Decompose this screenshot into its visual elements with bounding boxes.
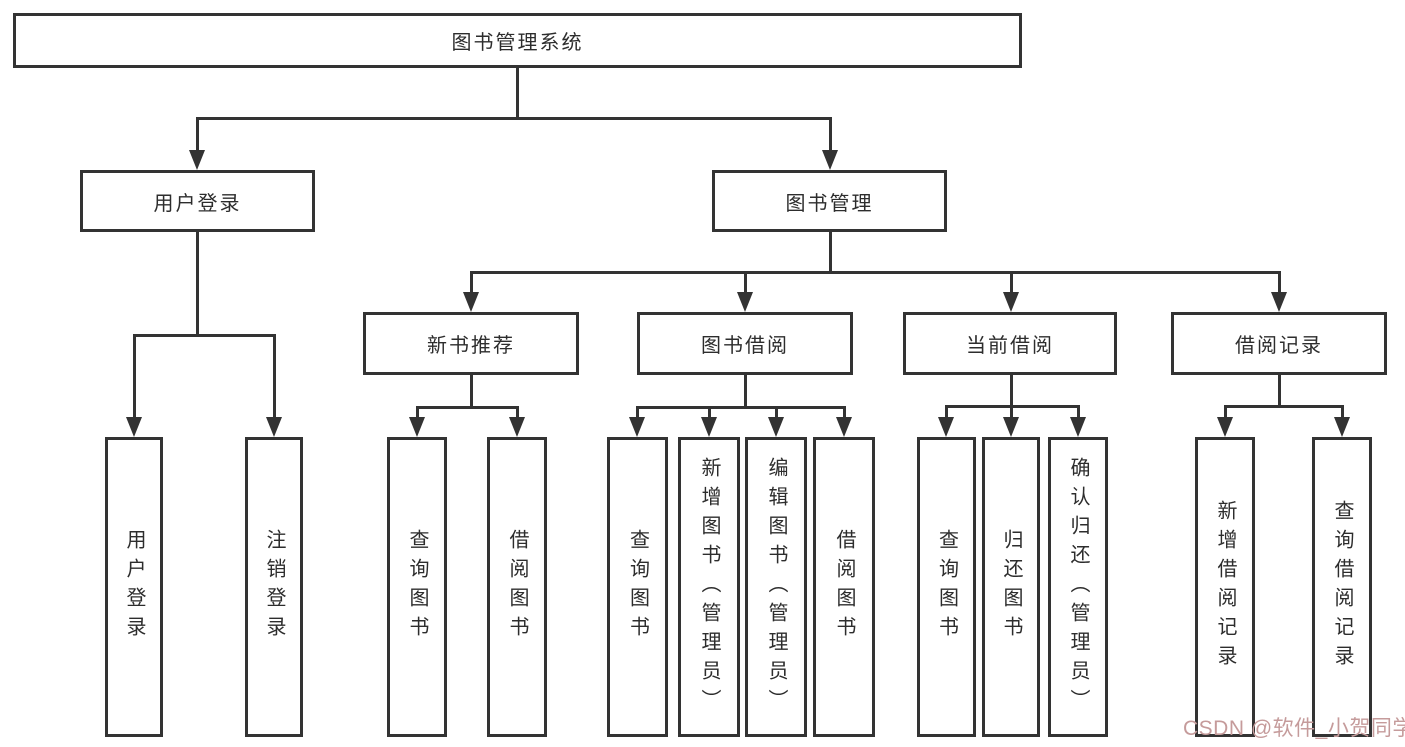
connector-newbook-leg xyxy=(415,405,419,420)
leaf-query-borrow-record: 查询借阅记录 xyxy=(1312,437,1372,737)
node-book-management: 图书管理 xyxy=(712,170,947,232)
leaf-borrow-books: 借阅图书 xyxy=(813,437,875,737)
node-label: 图书管理 xyxy=(785,192,874,215)
connector-current-leg xyxy=(1009,404,1013,420)
connector-borrow-leg xyxy=(842,405,846,420)
leaf-query-books-borrow: 查询图书 xyxy=(607,437,668,737)
node-label: 图书借阅 xyxy=(701,335,789,357)
connector-root-leg-right xyxy=(828,116,832,153)
connector-userlogin-leg xyxy=(132,333,136,420)
connector-records-leg xyxy=(1340,404,1344,420)
arrow-down-icon xyxy=(1003,417,1019,437)
node-label: 新书推荐 xyxy=(427,335,515,357)
leaf-user-login: 用户登录 xyxy=(105,437,163,737)
leaf-add-borrow-record: 新增借阅记录 xyxy=(1195,437,1255,737)
connector-userlogin-stem xyxy=(195,232,199,335)
node-current-borrowing: 当前借阅 xyxy=(903,312,1117,375)
connector-records-leg xyxy=(1223,404,1227,420)
node-label: 图书管理系统 xyxy=(451,32,584,54)
arrow-down-icon xyxy=(1334,417,1350,437)
arrow-down-icon xyxy=(701,417,717,437)
connector-bookmgmt-leg xyxy=(1277,270,1281,296)
arrow-down-icon xyxy=(1003,292,1019,312)
connector-bookmgmt-leg xyxy=(1009,270,1013,296)
arrow-down-icon xyxy=(509,417,525,437)
leaf-label: 新增借阅记录 xyxy=(1214,500,1236,674)
leaf-label: 归还图书 xyxy=(1000,529,1022,645)
leaf-label: 新增图书（管理员） xyxy=(698,456,720,718)
arrow-down-icon xyxy=(737,292,753,312)
connector-newbook-leg xyxy=(515,405,519,420)
arrow-down-icon xyxy=(768,417,784,437)
arrow-down-icon xyxy=(126,417,142,437)
leaf-label: 借阅图书 xyxy=(506,529,528,645)
node-label: 用户登录 xyxy=(153,192,242,215)
arrow-down-icon xyxy=(409,417,425,437)
leaf-query-books-newrec: 查询图书 xyxy=(387,437,447,737)
connector-borrow-leg xyxy=(774,405,778,420)
node-borrowing-records: 借阅记录 xyxy=(1171,312,1387,375)
leaf-logout: 注销登录 xyxy=(245,437,303,737)
node-book-borrowing: 图书借阅 xyxy=(637,312,853,375)
leaf-label: 借阅图书 xyxy=(833,529,855,645)
connector-current-leg xyxy=(1076,404,1080,420)
leaf-label: 查询图书 xyxy=(626,529,649,645)
connector-borrow-bar xyxy=(635,405,846,409)
arrow-down-icon xyxy=(938,417,954,437)
connector-root-stem xyxy=(515,68,519,118)
leaf-add-books-admin: 新增图书（管理员） xyxy=(678,437,740,737)
leaf-label: 查询借阅记录 xyxy=(1331,500,1353,674)
csdn-watermark: CSDN @软件_小贺同学 xyxy=(1183,717,1405,740)
arrow-down-icon xyxy=(189,150,205,170)
connector-newbook-stem xyxy=(469,375,473,407)
leaf-confirm-return-admin: 确认归还（管理员） xyxy=(1048,437,1108,737)
connector-newbook-bar xyxy=(415,405,519,409)
node-label: 借阅记录 xyxy=(1235,335,1323,357)
arrow-down-icon xyxy=(836,417,852,437)
node-library-management-system: 图书管理系统 xyxy=(13,13,1022,68)
leaf-borrow-books-newrec: 借阅图书 xyxy=(487,437,547,737)
leaf-label: 查询图书 xyxy=(406,529,428,645)
connector-root-bar xyxy=(195,116,832,120)
leaf-label: 编辑图书（管理员） xyxy=(765,456,787,718)
connector-bookmgmt-stem xyxy=(828,232,832,272)
connector-userlogin-leg xyxy=(272,333,276,420)
leaf-label: 查询图书 xyxy=(935,529,958,645)
connector-borrow-leg xyxy=(707,405,711,420)
arrow-down-icon xyxy=(266,417,282,437)
connector-bookmgmt-leg xyxy=(743,270,747,296)
leaf-query-books-current: 查询图书 xyxy=(917,437,976,737)
leaf-edit-books-admin: 编辑图书（管理员） xyxy=(745,437,807,737)
connector-root-leg-left xyxy=(195,116,199,153)
arrow-down-icon xyxy=(1271,292,1287,312)
arrow-down-icon xyxy=(629,417,645,437)
node-label: 当前借阅 xyxy=(966,335,1054,357)
node-user-login: 用户登录 xyxy=(80,170,315,232)
connector-current-stem xyxy=(1009,375,1013,406)
leaf-return-books: 归还图书 xyxy=(982,437,1040,737)
leaf-label: 注销登录 xyxy=(263,529,285,645)
connector-bookmgmt-leg xyxy=(469,270,473,296)
connector-current-leg xyxy=(944,404,948,420)
arrow-down-icon xyxy=(463,292,479,312)
connector-borrow-leg xyxy=(635,405,639,420)
connector-borrow-stem xyxy=(743,375,747,407)
arrow-down-icon xyxy=(1217,417,1233,437)
connector-records-stem xyxy=(1277,375,1281,406)
arrow-down-icon xyxy=(1070,417,1086,437)
connector-bookmgmt-bar xyxy=(469,270,1281,274)
leaf-label: 确认归还（管理员） xyxy=(1067,456,1089,718)
node-new-book-recommendation: 新书推荐 xyxy=(363,312,579,375)
connector-records-bar xyxy=(1223,404,1344,408)
connector-userlogin-bar xyxy=(132,333,276,337)
leaf-label: 用户登录 xyxy=(123,529,145,645)
arrow-down-icon xyxy=(822,150,838,170)
